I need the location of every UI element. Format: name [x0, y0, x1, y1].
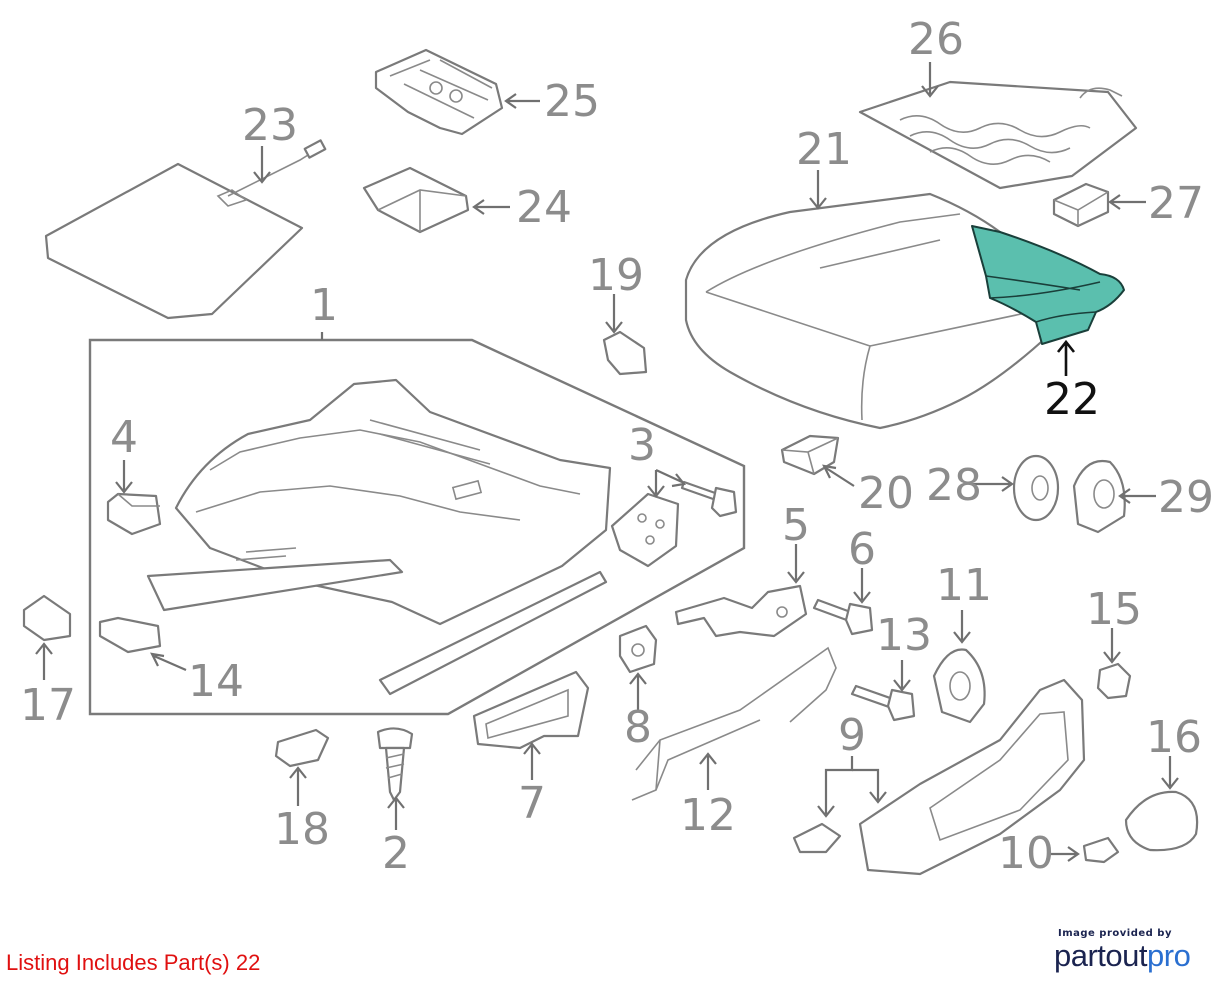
part-3-bracket: [610, 492, 680, 568]
part-29-cover: [1072, 459, 1126, 534]
callout-9: 9: [838, 710, 866, 761]
part-5-bracket: [674, 584, 808, 638]
part-26-heating-element: [858, 80, 1138, 190]
callout-26: 26: [908, 14, 964, 65]
part-8-nut: [618, 624, 658, 674]
callout-19: 19: [588, 250, 644, 301]
leader-lines: [35, 62, 1179, 862]
brand-pro: pro: [1147, 938, 1191, 973]
part-3-bolt: [680, 480, 738, 518]
part-20-block: [780, 434, 840, 476]
part-18-clip: [274, 728, 330, 768]
part-15-clip: [1096, 662, 1132, 700]
callout-13: 13: [876, 610, 932, 661]
callout-numbers: 1 2 3 4 5 6 7 8 9 10 11 12 13 14 15 16 1…: [20, 14, 1214, 879]
callout-29: 29: [1158, 472, 1214, 523]
callout-2: 2: [382, 828, 410, 879]
callout-5: 5: [782, 500, 810, 551]
part-25-module: [374, 48, 504, 136]
callout-15: 15: [1086, 584, 1142, 635]
part-17-clip: [22, 594, 72, 642]
listing-includes-text: Listing Includes Part(s) 22: [6, 950, 261, 975]
callout-10: 10: [998, 828, 1054, 879]
callout-20: 20: [858, 468, 914, 519]
part-10-clip: [1082, 836, 1120, 864]
callout-18: 18: [274, 804, 330, 855]
assembly-frame-1: [88, 338, 746, 716]
part-21-seat-cushion: [684, 192, 1052, 430]
part-2-screw: [376, 727, 414, 802]
callout-12: 12: [680, 790, 736, 841]
callout-1: 1: [310, 280, 338, 331]
callout-16: 16: [1146, 712, 1202, 763]
part-27-connector: [1052, 182, 1110, 228]
callout-28: 28: [926, 460, 982, 511]
callout-8: 8: [624, 702, 652, 753]
callout-17: 17: [20, 680, 76, 731]
callout-25: 25: [544, 76, 600, 127]
part-14-cover: [98, 616, 162, 654]
callout-24: 24: [516, 182, 572, 233]
part-4-clip: [106, 492, 162, 536]
part-13-bolt: [850, 684, 916, 722]
callout-14: 14: [188, 656, 244, 707]
part-9-side-panel: [792, 678, 1086, 876]
callout-6: 6: [848, 524, 876, 575]
part-28-disc: [1012, 454, 1060, 522]
brand-partout: partout: [1054, 938, 1148, 973]
part-6-bolt: [812, 598, 874, 636]
callout-21: 21: [796, 124, 852, 175]
part-12-wire-frame: [631, 646, 837, 801]
part-23-occupancy-mat: [44, 139, 327, 320]
image-provided-by-text: Image provided by: [1058, 928, 1172, 939]
part-11-bushing: [932, 648, 986, 724]
callout-23: 23: [242, 100, 298, 151]
part-16-knob: [1124, 790, 1199, 852]
callout-3: 3: [628, 420, 656, 471]
callout-27: 27: [1148, 178, 1204, 229]
callout-22: 22: [1044, 374, 1100, 425]
callout-11: 11: [936, 560, 992, 611]
part-22-side-bolster-highlighted: [971, 225, 1125, 345]
callout-4: 4: [110, 412, 138, 463]
partoutpro-logo: partoutpro: [1054, 938, 1191, 974]
part-24-control-unit: [362, 166, 470, 234]
part-1-seat-frame: [146, 378, 612, 696]
part-7-trim: [472, 670, 590, 750]
part-19-clip: [602, 330, 648, 376]
callout-7: 7: [518, 778, 546, 829]
